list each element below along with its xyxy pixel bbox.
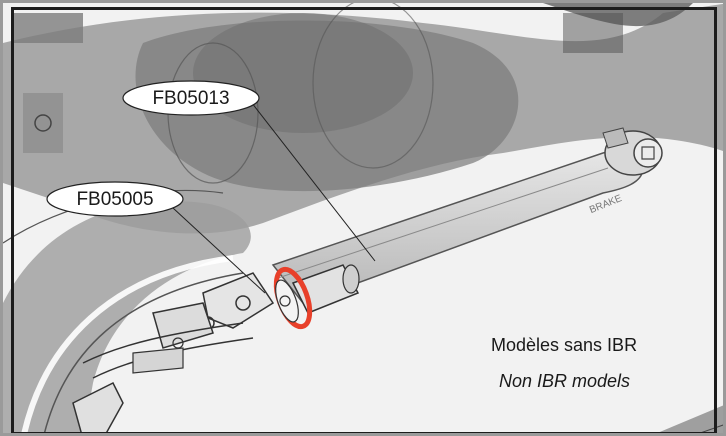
leader-line-fb05013 <box>247 97 376 262</box>
technical-illustration: BRAKE <box>3 3 723 433</box>
caption-english: Non IBR models <box>499 371 631 391</box>
pivot-linkage <box>72 272 275 433</box>
leader-line-fb05005 <box>172 207 266 294</box>
callout-label-fb05013: FB05013 <box>152 88 229 109</box>
callout-fb05005: FB05005 <box>46 181 184 217</box>
lower-arc-shape <box>3 201 251 433</box>
caption-french: Modèles sans IBR <box>491 335 638 355</box>
highlight-ring <box>273 266 313 330</box>
rod-end-bolt <box>602 127 663 176</box>
callout-fb05013: FB05013 <box>122 80 260 116</box>
callout-label-fb05005: FB05005 <box>76 189 153 210</box>
